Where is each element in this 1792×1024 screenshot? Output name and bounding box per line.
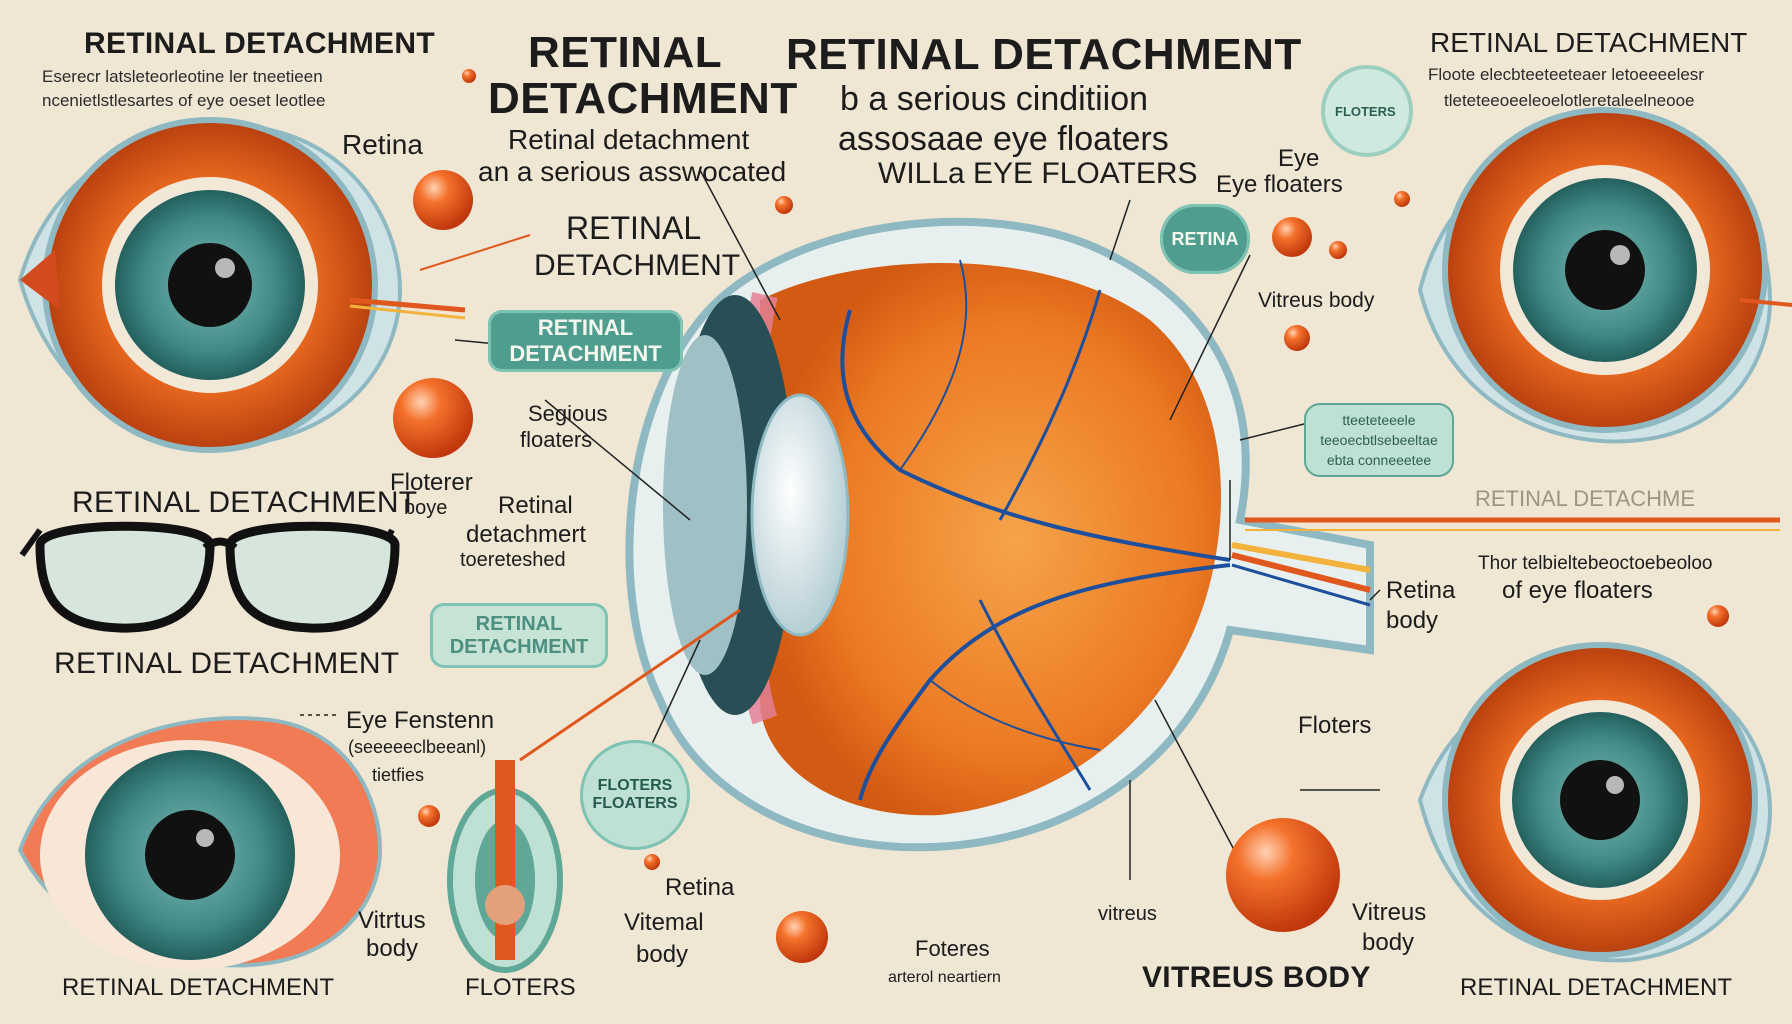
bottom-right-caption: RETINAL DETACHMENT — [1460, 974, 1733, 1001]
retinal-detachment-note-3: toereteshed — [460, 549, 566, 571]
right-info-pill: tteeteteeele teeoecbtlsebeeltae ebta con… — [1304, 403, 1454, 477]
top-left-caption-1: Eserecr latsleteorleotine ler tneetieen — [42, 67, 323, 86]
retina-body-right-2: body — [1386, 607, 1439, 634]
vitreus-right-2: body — [1362, 929, 1415, 956]
main-subtitle-2: assosaae eye floaters — [838, 120, 1169, 158]
eye-icon — [17, 716, 383, 970]
main-subtitle-3: WILLa EYE FLOATERS — [878, 157, 1198, 190]
badge-line-2: DETACHMENT — [509, 341, 662, 366]
vitemal-body-2: body — [636, 941, 689, 968]
eye-icon — [1417, 107, 1773, 444]
eye-icon — [17, 117, 403, 453]
right-eye-label-2: Eye floaters — [1216, 171, 1343, 198]
foteres-label: Foteres — [915, 936, 990, 961]
left-vitreus-2: body — [366, 935, 419, 962]
eye-cross-section-icon — [625, 217, 1374, 852]
retina-label-bottom: Retina — [665, 874, 735, 901]
center-subtitle-1: Retinal detachment — [508, 124, 750, 155]
mid-retinal-label-2: DETACHMENT — [534, 249, 741, 282]
floters-right-label: Floters — [1298, 712, 1372, 739]
floters-badge: FLOTERS FLOATERS — [580, 740, 690, 850]
serious-floaters-2: floaters — [520, 427, 593, 452]
foteres-caption: arterol neartiern — [888, 969, 1001, 986]
center-subtitle-2: an a serious asswocated — [478, 156, 787, 187]
top-left-caption-2: ncenietlstlesartes of eye oeset leotlee — [42, 91, 326, 110]
glasses-caption: RETINAL DETACHMENT — [54, 647, 400, 680]
badge-line-2: FLOATERS — [592, 795, 678, 812]
floterer-label-2: boye — [404, 497, 448, 519]
optic-nerve-icon — [447, 760, 563, 973]
serious-floaters-1: Segious — [528, 401, 608, 426]
vitreus-body-right: Vitreus body — [1258, 289, 1375, 312]
eye-fensten-2: (seeeeeclbeeanl) — [348, 737, 487, 757]
vitemal-body-1: Vitemal — [624, 909, 704, 936]
retina-badge: RETINA — [1160, 204, 1250, 274]
mid-retinal-label-1: RETINAL — [566, 210, 702, 246]
bottom-floters-label: FLOTERS — [465, 974, 576, 1001]
vitreus-small-label: vitreus — [1098, 903, 1157, 925]
eye-fensten-3: tietfies — [372, 765, 425, 785]
top-right-caption-1: Floote elecbteeteeteaer letoeeeelesr — [1428, 65, 1704, 84]
badge-line-2: DETACHMENT — [449, 635, 589, 658]
right-caption-1: Thor telbieltebeoctoebeoloo — [1478, 553, 1713, 574]
left-retinal-detachment: RETINAL DETACHMENT — [72, 486, 418, 519]
eye-fensten-1: Eye Fenstenn — [346, 707, 495, 734]
main-title: RETINAL DETACHMENT — [786, 30, 1302, 79]
retinal-detachment-badge: RETINAL DETACHMENT — [488, 310, 683, 372]
right-eye-label-1: Eye — [1278, 145, 1320, 172]
floater-lens-icon — [1321, 65, 1413, 157]
retina-label-left: Retina — [342, 129, 423, 160]
eyeglasses-icon — [19, 521, 400, 633]
right-faint-title: RETINAL DETACHME — [1475, 486, 1696, 511]
vitreus-body-bottom: VITREUS BODY — [1142, 961, 1371, 994]
bottom-left-caption: RETINAL DETACHMENT — [62, 974, 335, 1001]
center-title-line2: DETACHMENT — [488, 74, 798, 123]
badge-line-1: RETINAL — [475, 612, 563, 635]
badge-line-1: RETINAL — [537, 315, 634, 340]
top-left-title: RETINAL DETACHMENT — [84, 27, 435, 60]
eye-icon — [1417, 642, 1773, 963]
retina-body-right-1: Retina — [1386, 577, 1456, 604]
floters-lens-label: FLOTERS — [1335, 104, 1396, 119]
floterer-label-1: Floterer — [390, 469, 473, 496]
retinal-detachment-note-2: detachmert — [466, 521, 587, 548]
retinal-detachment-badge-2: RETINAL DETACHMENT — [430, 603, 608, 668]
right-caption-2: of eye floaters — [1502, 577, 1653, 604]
top-right-title: RETINAL DETACHMENT — [1430, 27, 1748, 58]
badge-line-1: FLOTERS — [597, 777, 673, 794]
center-title-line1: RETINAL — [528, 28, 723, 77]
left-vitreus-1: Vitrtus — [358, 907, 426, 934]
retinal-detachment-note-1: Retinal — [498, 492, 573, 519]
main-subtitle-1: b a serious cinditiion — [840, 80, 1149, 118]
vitreus-right-1: Vitreus — [1352, 899, 1427, 926]
top-right-caption-2: tleteteeoeeleoelotleretaleelneooe — [1444, 91, 1695, 110]
floater-sphere-icon — [393, 69, 1729, 963]
